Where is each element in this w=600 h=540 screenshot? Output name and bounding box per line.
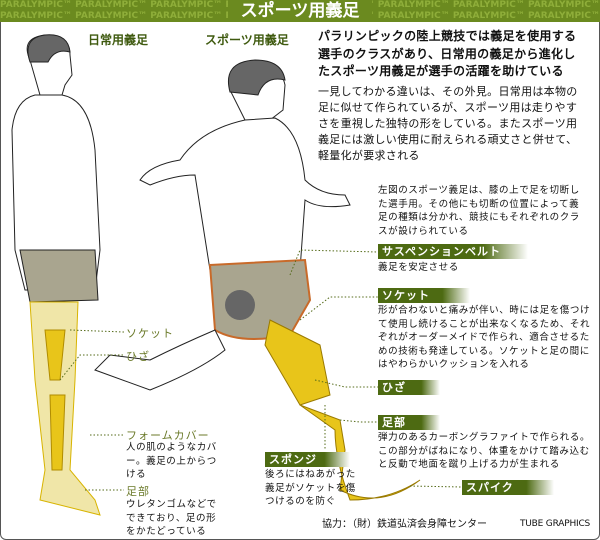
text-line: 後ろにはねあがった <box>265 469 356 480</box>
pattern-text: PARALYMPIC™ PARALYMPIC™ PARALYMPIC™ PARA… <box>0 11 228 21</box>
text-line: さを重視した独特の形をしている。またスポーツ用 <box>318 117 578 130</box>
text-line: ぞれがオーダーメイドで作られ、適合させるた <box>378 332 590 343</box>
daily-label-knee: ひざ <box>126 350 150 363</box>
daily-label-foot: 足部 <box>126 485 150 498</box>
text-line: 義足には激しい使用に耐えられる頑丈さと併せて、 <box>318 133 578 146</box>
text-line: パラリンピックの陸上競技では義足を使用する <box>318 29 577 43</box>
label-knee: ひざ <box>378 380 440 395</box>
text-line: ける <box>126 469 147 480</box>
daily-prosthesis-label: 日常用義足 <box>88 33 149 47</box>
pattern-text: PARALYMPIC™ PARALYMPIC™ PARALYMPIC™ PARA… <box>372 0 600 11</box>
text-line: 選手のクラスがあり、日常用の義足から進化し <box>318 46 576 61</box>
pattern-text: PARALYMPIC™ PARALYMPIC™ PARALYMPIC™ PARA… <box>0 0 228 10</box>
text-line: 形が合わないと痛みが伴い、時には足を傷つけ <box>378 305 591 316</box>
text-line: ー。義足の上からつ <box>126 455 217 467</box>
text-line: 弾力のあるカーボングラファイトで作られる。 <box>378 432 591 443</box>
text-line: できており、足の形 <box>126 512 217 524</box>
text-line: この部分がばねになり、体重をかけて踏み込む <box>378 445 590 457</box>
text-line: 足の種類は分かれ、競技にもそれぞれのクラ <box>378 212 580 223</box>
text-line: 左図のスポーツ義足は、膝の上で足を切断し <box>378 185 580 196</box>
intro-body: 一見してわかる違いは、その外見。日常用は本物の 足に似せて作られているが、スポー… <box>318 84 578 164</box>
text-line: た選手用。その他にも切断の位置によって義 <box>378 198 580 210</box>
pattern-text-segment: PARALYMPIC™ PARALYMPIC™ PARALYMPIC™ PARA… <box>372 11 600 21</box>
label-sponge: スポンジ <box>265 452 350 467</box>
text-line: はやわらかいクッションを入れる <box>378 359 530 370</box>
foot-desc: 弾力のあるカーボングラファイトで作られる。 この部分がばねになり、体重をかけて踏… <box>378 431 590 472</box>
text-line: 人の肌のようなカバ <box>126 442 217 453</box>
daily-prosthesis-figure <box>11 34 101 516</box>
text-line: をかたどっている <box>126 526 207 537</box>
credit: 協力：（財）鉄道弘済会身障センター <box>322 519 487 530</box>
socket-desc: 形が合わないと痛みが伴い、時には足を傷つけ て使用し続けることが出来なくなるため… <box>378 304 590 372</box>
daily-label-foam-cover: フォームカバー <box>126 429 210 442</box>
text-line: 義足がソケットを傷 <box>265 482 356 494</box>
suspension-belt-desc: 義足を安定させる <box>378 262 459 273</box>
text-line: て使用し続けることが出来なくなるため、それ <box>378 318 591 330</box>
label-foot: 足部 <box>378 415 440 430</box>
label-socket: ソケット <box>378 288 470 303</box>
page-title: スポーツ用義足 <box>240 1 360 21</box>
header-banner: PARALYMPIC™ PARALYMPIC™ PARALYMPIC™ PARA… <box>0 0 600 22</box>
text-line: つけるのを防ぐ <box>265 496 336 507</box>
pattern-text: PARALYMPIC™ PARALYMPIC™ PARALYMPIC™ PARA… <box>372 11 600 22</box>
daily-foot-desc: ウレタンゴムなどで できており、足の形 をかたどっている <box>126 498 217 539</box>
label-suspension-belt: サスペンションベルト <box>378 244 528 259</box>
foam-cover-desc: 人の肌のようなカバ ー。義足の上からつ ける <box>126 441 217 482</box>
sports-prosthesis-figure <box>94 59 421 501</box>
text-line: スが設けられている <box>378 225 469 237</box>
text-line: と反動で地面を蹴り上げる力が生まれる <box>378 459 560 470</box>
label-spike: スパイク <box>462 480 554 495</box>
leader-lines <box>59 249 463 491</box>
text-line: 足に似せて作られているが、スポーツ用は走りやす <box>318 101 578 114</box>
source-credit: TUBE GRAPHICS <box>520 519 591 529</box>
text-line: 一見してわかる違いは、その外見。日常用は本物の <box>318 85 578 98</box>
text-line: めの技術も発達している。ソケットと足の間に <box>378 345 590 357</box>
daily-label-socket: ソケット <box>126 327 174 340</box>
text-line: たスポーツ用義足が選手の活躍を助けている <box>318 64 564 78</box>
sponge-desc: 後ろにはねあがった 義足がソケットを傷 つけるのを防ぐ <box>265 468 356 509</box>
sports-prosthesis-label: スポーツ用義足 <box>205 33 289 47</box>
amputation-note: 左図のスポーツ義足は、膝の上で足を切断し た選手用。その他にも切断の位置によって… <box>378 184 580 238</box>
text-line: 軽量化が要求される <box>318 149 420 162</box>
pattern-text-segment: PARALYMPIC™ PARALYMPIC™ PARALYMPIC™ PARA… <box>372 0 600 10</box>
intro-lead: パラリンピックの陸上競技では義足を使用する 選手のクラスがあり、日常用の義足から… <box>318 28 576 81</box>
text-line: ウレタンゴムなどで <box>126 499 217 510</box>
